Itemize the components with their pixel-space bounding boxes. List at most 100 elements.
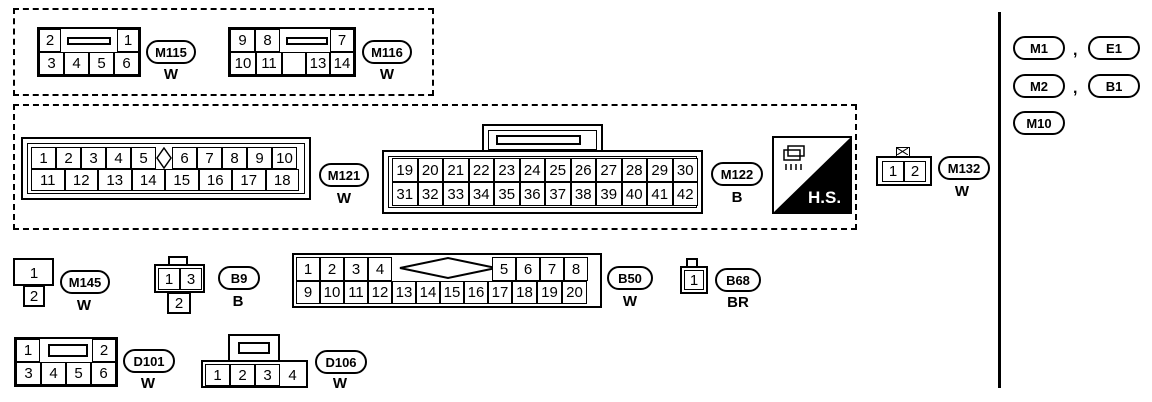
pin: 14 (416, 281, 440, 304)
pin: 2 (23, 285, 45, 307)
legend-label: E1 (1088, 36, 1140, 60)
pin: 5 (131, 147, 156, 169)
legend-separator: , (1073, 42, 1078, 59)
pin: 8 (564, 257, 588, 281)
connector-d106: 1 2 3 4 (201, 360, 308, 388)
pin: 4 (368, 257, 392, 281)
pin: 20 (417, 158, 443, 182)
pin: 35 (494, 182, 520, 206)
connector-id-label: M145 (60, 270, 110, 294)
connector-id-label: M121 (319, 163, 369, 187)
pin: 24 (519, 158, 545, 182)
legend-label: M1 (1013, 36, 1065, 60)
pin: 3 (81, 147, 106, 169)
pin: 15 (440, 281, 464, 304)
latch-slot (238, 342, 270, 354)
legend-label: M2 (1013, 74, 1065, 98)
pin: 6 (172, 147, 197, 169)
empty-pin (282, 52, 306, 75)
latch-slot (67, 37, 111, 45)
pin: 13 (392, 281, 416, 304)
pin: 34 (468, 182, 494, 206)
wire-color-label: W (379, 66, 395, 83)
legend-separator: , (1073, 80, 1078, 97)
pin: 5 (89, 52, 114, 75)
pin: 2 (230, 364, 255, 386)
wire-color-label: W (336, 190, 352, 207)
connector-id-label: M132 (938, 156, 990, 180)
harness-boundary-middle (13, 104, 857, 230)
pin: 3 (255, 364, 280, 386)
connector-id-label: M115 (146, 40, 196, 64)
pin: 3 (344, 257, 368, 281)
pin: 29 (647, 158, 673, 182)
connector-id-label: B50 (607, 266, 653, 290)
connector-m116: 9 8 7 10 11 13 14 (228, 27, 356, 77)
hs-text: H.S. (808, 188, 842, 207)
pin: 14 (131, 169, 165, 191)
wire-color-label: W (76, 297, 92, 314)
wire-color-label: B (232, 293, 244, 310)
pin: 10 (320, 281, 344, 304)
connector-id-label: D101 (123, 349, 175, 373)
pin: 19 (537, 281, 562, 304)
pin: 1 (882, 161, 904, 182)
pin: 1 (684, 270, 704, 290)
keying-diamond-icon (399, 256, 497, 280)
pin: 18 (512, 281, 537, 304)
keying-diamond-icon (156, 147, 172, 169)
pin: 21 (443, 158, 469, 182)
connector-m132: 1 2 (876, 156, 932, 186)
pin: 33 (443, 182, 469, 206)
pin: 2 (320, 257, 344, 281)
legend-label: B1 (1088, 74, 1140, 98)
pin: 38 (570, 182, 596, 206)
pin: 23 (494, 158, 520, 182)
latch-slot (48, 344, 88, 357)
connector-m115: 2 1 3 4 5 6 (37, 27, 141, 77)
connector-b9: 1 3 (154, 264, 205, 293)
pin: 28 (621, 158, 647, 182)
pin: 2 (167, 292, 191, 314)
pin: 8 (222, 147, 247, 169)
pin: 7 (197, 147, 222, 169)
pin: 36 (519, 182, 545, 206)
pin: 30 (672, 158, 698, 182)
legend-label: M10 (1013, 111, 1065, 135)
pin: 6 (114, 52, 139, 75)
wire-color-label: W (622, 293, 638, 310)
pin: 15 (165, 169, 199, 191)
connector-id-label: D106 (315, 350, 367, 374)
connector-m122-hood (482, 124, 603, 156)
connector-b68: 1 (680, 266, 708, 294)
pin: 13 (306, 52, 330, 75)
pin: 10 (272, 147, 297, 169)
pin: 7 (540, 257, 564, 281)
vertical-divider (998, 12, 1001, 388)
pin: 5 (66, 362, 91, 385)
wire-color-label: B (731, 189, 743, 206)
wire-color-label: W (140, 375, 156, 392)
inner-frame (27, 143, 305, 194)
pin: 3 (16, 362, 41, 385)
latch-slot (496, 135, 581, 145)
pin: 2 (56, 147, 81, 169)
connector-d101: 1 2 3 4 5 6 (14, 337, 118, 387)
pin: 19 (392, 158, 418, 182)
connector-id-label: M116 (362, 40, 412, 64)
pin: 16 (198, 169, 232, 191)
pin: 2 (904, 161, 926, 182)
pin: 42 (672, 182, 698, 206)
pin: 12 (368, 281, 392, 304)
pin: 9 (296, 281, 320, 304)
pin: 4 (106, 147, 131, 169)
pin: 26 (570, 158, 596, 182)
pin: 6 (91, 362, 116, 385)
connector-id-label: B9 (218, 266, 260, 290)
pin: 8 (255, 29, 280, 52)
pin: 39 (596, 182, 622, 206)
pin: 41 (647, 182, 673, 206)
pin: 1 (205, 364, 230, 386)
